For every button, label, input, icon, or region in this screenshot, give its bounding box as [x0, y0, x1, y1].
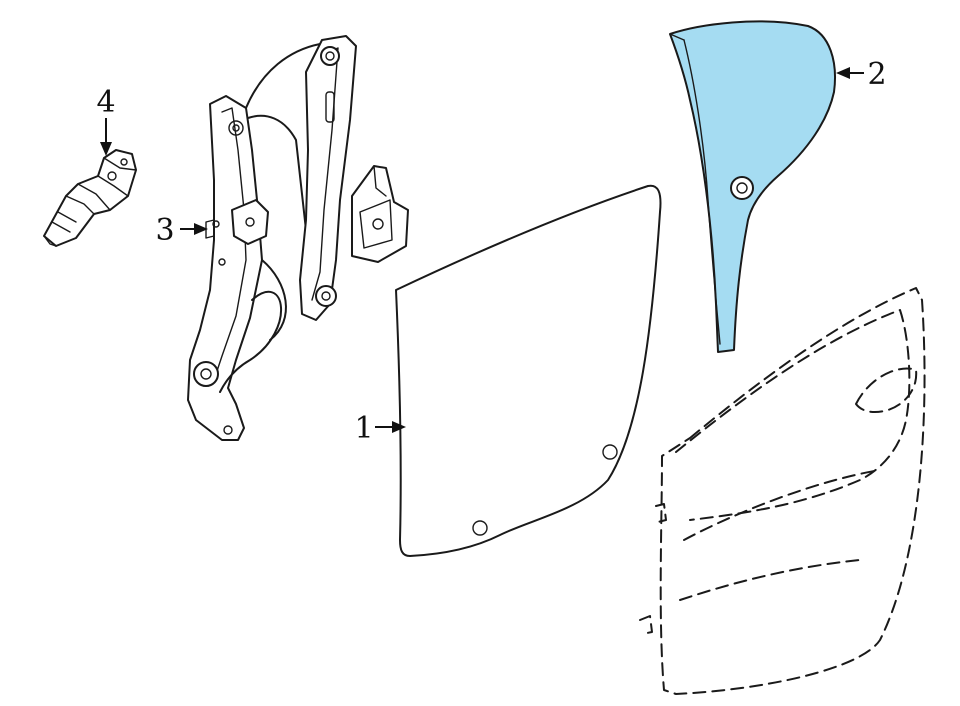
callout-3: 3: [155, 213, 208, 248]
callout-label-3: 3: [155, 213, 174, 248]
door-shell-reference: [639, 287, 926, 695]
window-motor-part[interactable]: [43, 149, 137, 247]
door-glass-part[interactable]: [395, 184, 662, 557]
callout-label-1: 1: [354, 411, 373, 446]
callout-label-2: 2: [867, 57, 886, 92]
callout-4: 4: [96, 85, 116, 156]
quarter-glass-part[interactable]: [669, 20, 836, 353]
callout-2: 2: [836, 57, 887, 92]
window-regulator-part[interactable]: [187, 35, 409, 441]
callout-label-4: 4: [96, 85, 115, 120]
callout-1: 1: [354, 411, 406, 446]
